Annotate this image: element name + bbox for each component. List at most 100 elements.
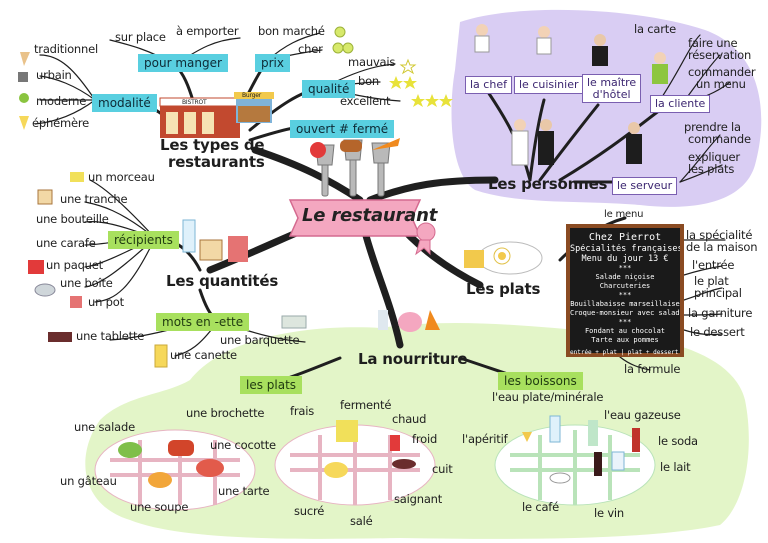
qualite-box: qualité: [302, 80, 356, 98]
personnes-heading: Les personnes: [488, 175, 608, 193]
cocotte-label: une cocotte: [210, 438, 276, 452]
pour-manger-box: pour manger: [138, 54, 228, 72]
board-name: Chez Pierrot: [588, 232, 662, 243]
traditionnel-label: traditionnel: [34, 42, 98, 56]
commander-line2: un menu: [696, 77, 746, 91]
carrot-icon: [372, 138, 400, 150]
ephemere-label: éphémère: [32, 116, 89, 130]
plates-illustration: [464, 241, 543, 275]
chef-box: la chef: [465, 76, 512, 94]
sur-place-label: sur place: [115, 30, 166, 44]
quantites-heading: Les quantités: [166, 272, 279, 290]
board-line2: Menu du jour 13 €: [581, 254, 669, 264]
carafe-label: une carafe: [36, 236, 96, 250]
faire-line1: faire une: [688, 36, 738, 50]
les-boissons-box: les boissons: [498, 372, 583, 390]
burger-sign: Burger: [242, 92, 262, 99]
tarte-label: une tarte: [218, 484, 270, 498]
branch-types: [251, 146, 364, 204]
commander-line1: commander: [688, 65, 756, 79]
chaud-label: chaud: [392, 412, 427, 426]
mauvais-label: mauvais: [348, 55, 396, 69]
menu-board: Chez Pierrot Spécialités françaises Menu…: [566, 224, 684, 357]
maitre-line2: d'hôtel: [592, 87, 631, 101]
people-illustrations: [474, 24, 668, 166]
faire-line2: réservation: [688, 48, 752, 62]
serveur-box: le serveur: [612, 177, 678, 195]
excellent-label: excellent: [340, 94, 391, 108]
urbain-label: urbain: [36, 68, 72, 82]
canette-label: une canette: [170, 348, 237, 362]
cafe-label: le café: [522, 500, 560, 514]
price-coins: [332, 26, 354, 54]
quantity-icons: [28, 172, 307, 368]
carte-label: la carte: [634, 22, 676, 36]
cuisinier-box: le cuisinier: [514, 76, 584, 94]
gateau-label: un gâteau: [60, 474, 117, 488]
recipients-box: récipients: [108, 231, 179, 249]
plat-line2: principal: [694, 286, 742, 300]
board-sep1: ***: [618, 264, 632, 272]
frais-label: frais: [290, 404, 315, 418]
nourriture-heading: La nourriture: [358, 350, 468, 368]
map-title: Le restaurant: [302, 205, 438, 226]
maitre-box: le maître d'hôtel: [582, 74, 642, 104]
types-heading-line2: restaurants: [168, 153, 265, 171]
a-emporter-label: à emporter: [176, 24, 239, 38]
expliquer-line1: expliquer: [688, 150, 740, 164]
barquette-label: une barquette: [220, 333, 300, 347]
bon-label: bon: [358, 74, 380, 88]
bistrot-sign: BISTROT: [182, 99, 207, 106]
prendre-line1: prendre la: [684, 120, 741, 134]
board-entree2: Charcuteries: [599, 282, 651, 290]
board-plat1: Bouillabaisse marseillaise: [570, 300, 680, 308]
expliquer-line2: les plats: [688, 162, 735, 176]
cuit-label: cuit: [432, 462, 453, 476]
pot-label: un pot: [88, 295, 124, 309]
branch-nourriture: [361, 228, 404, 349]
aperitif-label: l'apéritif: [462, 432, 508, 446]
lait-label: le lait: [660, 460, 691, 474]
saignant-label: saignant: [394, 492, 443, 506]
le-menu-label: le menu: [604, 209, 644, 220]
board-line1: Spécialités françaises: [570, 244, 680, 254]
bouteille-label: une bouteille: [36, 212, 109, 226]
board-entree1: Salade niçoise: [595, 273, 655, 281]
entree-label: l'entrée: [692, 258, 735, 272]
prendre-line2: commande: [688, 132, 751, 146]
eau-plate-label: l'eau plate/minérale: [492, 390, 604, 404]
tables-illustration: [94, 415, 656, 511]
quality-stars: [389, 58, 453, 107]
specialite-line2: de la maison: [686, 240, 758, 254]
board-sep2: ***: [618, 291, 632, 299]
maitre-line1: le maître: [587, 76, 637, 89]
meat-icon: [340, 140, 362, 152]
plats-heading: Les plats: [466, 280, 541, 298]
prix-box: prix: [255, 54, 290, 72]
modalite-icons: [18, 52, 30, 130]
vin-label: le vin: [594, 506, 625, 520]
dessert-label: le dessert: [690, 325, 745, 339]
board-dessert1: Fondant au chocolat: [584, 327, 666, 335]
ferment-label: fermenté: [340, 398, 392, 412]
board-dessert2: Tarte aux pommes: [591, 336, 659, 344]
modalite-box: modalité: [92, 94, 157, 112]
strawberry-icon: [310, 142, 326, 158]
brochette-label: une brochette: [186, 406, 265, 420]
cliente-box: la cliente: [650, 95, 711, 113]
mots-box: mots en -ette: [156, 313, 250, 331]
cher-label: cher: [298, 42, 323, 56]
formule-label: la formule: [624, 362, 681, 376]
sale-label: salé: [350, 514, 373, 528]
types-heading-line1: Les types de: [160, 136, 265, 154]
plat-line1: le plat: [694, 274, 729, 288]
eau-gazeuse-label: l'eau gazeuse: [604, 408, 681, 422]
soda-label: le soda: [658, 434, 698, 448]
tablette-label: une tablette: [76, 329, 145, 343]
garniture-label: la garniture: [688, 306, 753, 320]
title-banner: [288, 199, 436, 256]
froid-label: froid: [412, 432, 438, 446]
board-plat2: Croque-monsieur avec salade: [570, 309, 680, 317]
tranche-label: une tranche: [60, 192, 128, 206]
board-sep3: ***: [618, 318, 632, 326]
